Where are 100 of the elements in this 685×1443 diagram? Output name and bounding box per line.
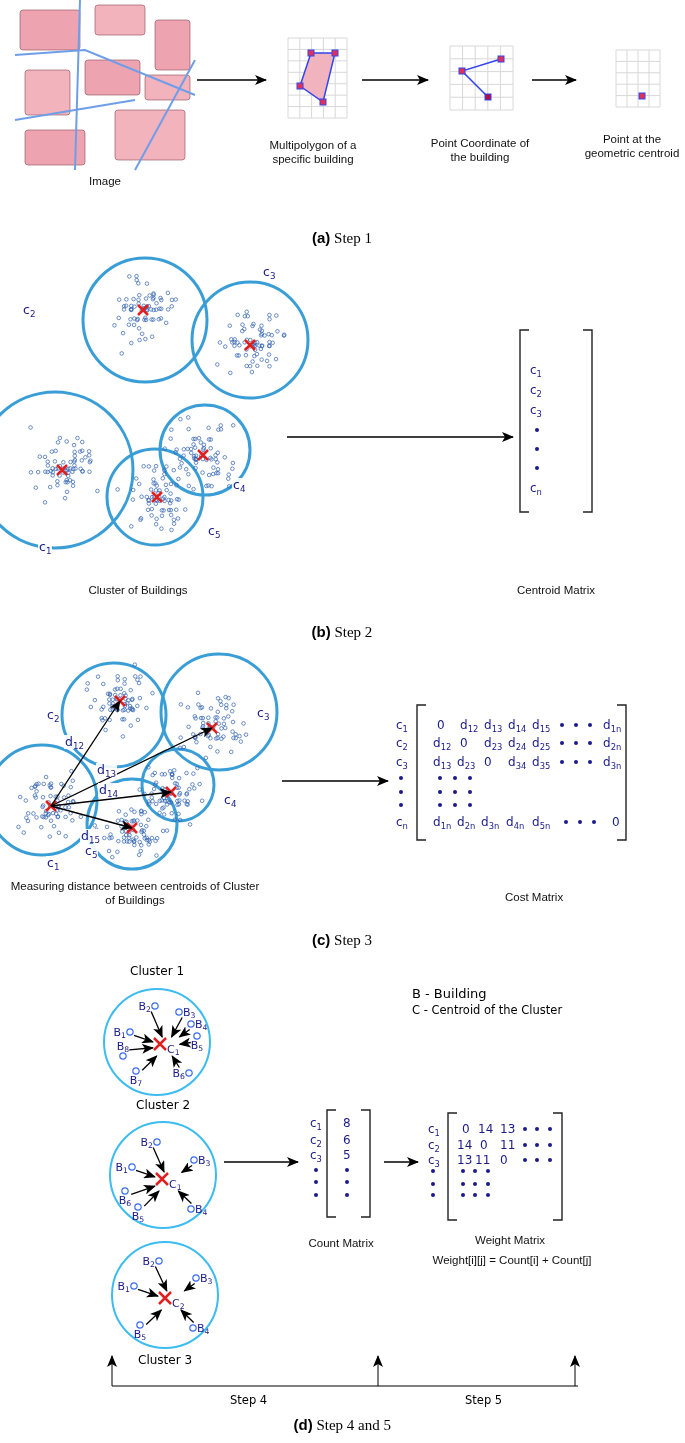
cluster-title: Cluster 2	[136, 1098, 191, 1112]
figure-caption: (a) Step 1	[312, 229, 372, 247]
arrow	[128, 1043, 154, 1054]
arrow	[281, 776, 389, 786]
matrix-entry: 11	[500, 1138, 516, 1152]
matrix-entry: d$_{23}$	[457, 755, 476, 769]
building-label: B$_{2}$	[138, 1000, 151, 1012]
building-label: B$_{8}$	[116, 1041, 130, 1052]
matrix-entry: 14	[478, 1122, 494, 1136]
building-label: B$_{3}$	[200, 1272, 213, 1284]
matrix-entry: 0	[460, 736, 468, 750]
matrix-entry: d$_{13}$	[433, 755, 452, 769]
centroid-label: C$_{1}$	[167, 1042, 180, 1056]
matrix-entry: d$_{24}$	[508, 736, 527, 750]
arrow	[180, 1162, 194, 1174]
matrix-entry: c$_{3}$	[428, 1153, 440, 1167]
matrix-entry: c$_{3}$	[396, 755, 408, 769]
matrix-entry: 6	[343, 1133, 351, 1147]
matrix-entry: d$_{1n}$	[433, 815, 452, 829]
matrix-entry: c$_{2}$	[396, 736, 408, 750]
arrow	[152, 1146, 165, 1173]
building-label: B$_{1}$	[113, 1026, 126, 1038]
matrix-entry: d$_{14}$	[508, 718, 527, 732]
arrow	[171, 1055, 183, 1069]
step-label: Step 4	[230, 1393, 268, 1407]
matrix-entry: d$_{23}$	[484, 736, 503, 750]
matrix-entry: d$_{35}$	[532, 755, 551, 769]
node-caption: Count Matrix	[308, 1236, 374, 1251]
arrow	[383, 1157, 419, 1167]
matrix-entry: 0	[437, 718, 445, 732]
node-caption: Point Coordinate of the building	[430, 135, 530, 165]
matrix-entry: 8	[343, 1116, 351, 1130]
node-caption: Multipolygon of a specific building	[268, 137, 358, 167]
building-label: B$_{6}$	[172, 1067, 185, 1079]
matrix-entry: d$_{3n}$	[481, 815, 500, 829]
matrix-entry: c$_{n}$	[530, 481, 542, 495]
arrow	[183, 1280, 197, 1292]
matrix-entry: d$_{15}$	[532, 718, 551, 732]
matrix-entry: d$_{12}$	[460, 718, 479, 732]
building-label: B$_{2}$	[142, 1255, 155, 1267]
distance-label: d$_{12}$	[64, 735, 86, 749]
node-caption: Point at the geometric centroid	[583, 131, 681, 161]
arrow	[178, 1026, 192, 1038]
building-label: B$_{3}$	[183, 1006, 196, 1018]
matrix-entry: d$_{13}$	[484, 718, 503, 732]
matrix-entry: d$_{3n}$	[603, 755, 622, 769]
matrix-entry: c$_{n}$	[396, 815, 408, 829]
distance-label: d$_{15}$	[80, 829, 102, 843]
matrix-entry: 13	[500, 1122, 516, 1136]
centroid-label: C$_{2}$	[172, 1296, 185, 1310]
arrow	[361, 75, 429, 85]
matrix-entry: c$_{1}$	[428, 1122, 440, 1136]
matrix-entry: d$_{4n}$	[506, 815, 525, 829]
matrix-entry: d$_{2n}$	[457, 815, 476, 829]
arrow	[531, 75, 577, 85]
building-label: B$_{5}$	[131, 1211, 145, 1222]
matrix-entry: c$_{3}$	[310, 1148, 322, 1162]
matrix-entry: 14	[457, 1138, 473, 1152]
building-label: B$_{6}$	[118, 1195, 132, 1206]
matrix-entry: 11	[475, 1153, 491, 1167]
arrow	[170, 1016, 183, 1038]
arrow	[143, 1190, 160, 1207]
matrix-entry: c$_{2}$	[428, 1138, 440, 1152]
building-label: B$_{3}$	[198, 1154, 211, 1166]
legend-note: B - Building	[412, 985, 487, 1001]
matrix-entry: c$_{3}$	[530, 403, 542, 417]
matrix-entry: d$_{25}$	[532, 736, 551, 750]
matrix-entry: 5	[343, 1148, 351, 1162]
node-caption: Weight[i][j] = Count[i] + Count[j]	[432, 1253, 592, 1268]
arrow	[150, 1010, 163, 1038]
building-label: B$_{4}$	[197, 1322, 210, 1334]
arrow	[145, 1309, 163, 1326]
figure-caption: (d) Step 4 and 5	[293, 1416, 391, 1434]
centroid-label: C$_{1}$	[169, 1177, 182, 1191]
node-caption: Cluster of Buildings	[88, 583, 188, 598]
matrix-entry: d$_{1n}$	[603, 718, 622, 732]
building-label: B$_{5}$	[133, 1329, 147, 1340]
arrow	[178, 1037, 192, 1048]
matrix-entry: c$_{1}$	[396, 718, 408, 732]
cluster-title: Cluster 3	[138, 1353, 193, 1367]
distance-label: d$_{14}$	[98, 783, 120, 797]
node-caption: Weight Matrix	[475, 1233, 546, 1248]
arrow	[135, 1168, 156, 1179]
matrix-entry: d$_{2n}$	[603, 736, 622, 750]
arrow	[177, 1190, 193, 1205]
building-label: B$_{1}$	[117, 1280, 130, 1292]
figure-caption: (c) Step 3	[312, 931, 372, 949]
matrix-entry: c$_{2}$	[310, 1133, 322, 1147]
step-label: Step 5	[465, 1393, 503, 1407]
cluster-label: c$_{5}$	[84, 844, 99, 858]
matrix-entry: c$_{2}$	[530, 383, 542, 397]
matrix-entry: 0	[484, 755, 492, 769]
node-caption: Measuring distance between centroids of Cluster of Buildings	[10, 878, 260, 908]
matrix-entry: 0	[612, 815, 620, 829]
cluster-label: c$_{1}$	[46, 856, 61, 870]
building-label: B$_{1}$	[115, 1161, 128, 1173]
building-label: B$_{4}$	[195, 1203, 208, 1215]
arrow	[133, 1033, 154, 1044]
matrix-entry: c$_{1}$	[310, 1116, 322, 1130]
building-label: B$_{4}$	[195, 1018, 208, 1030]
